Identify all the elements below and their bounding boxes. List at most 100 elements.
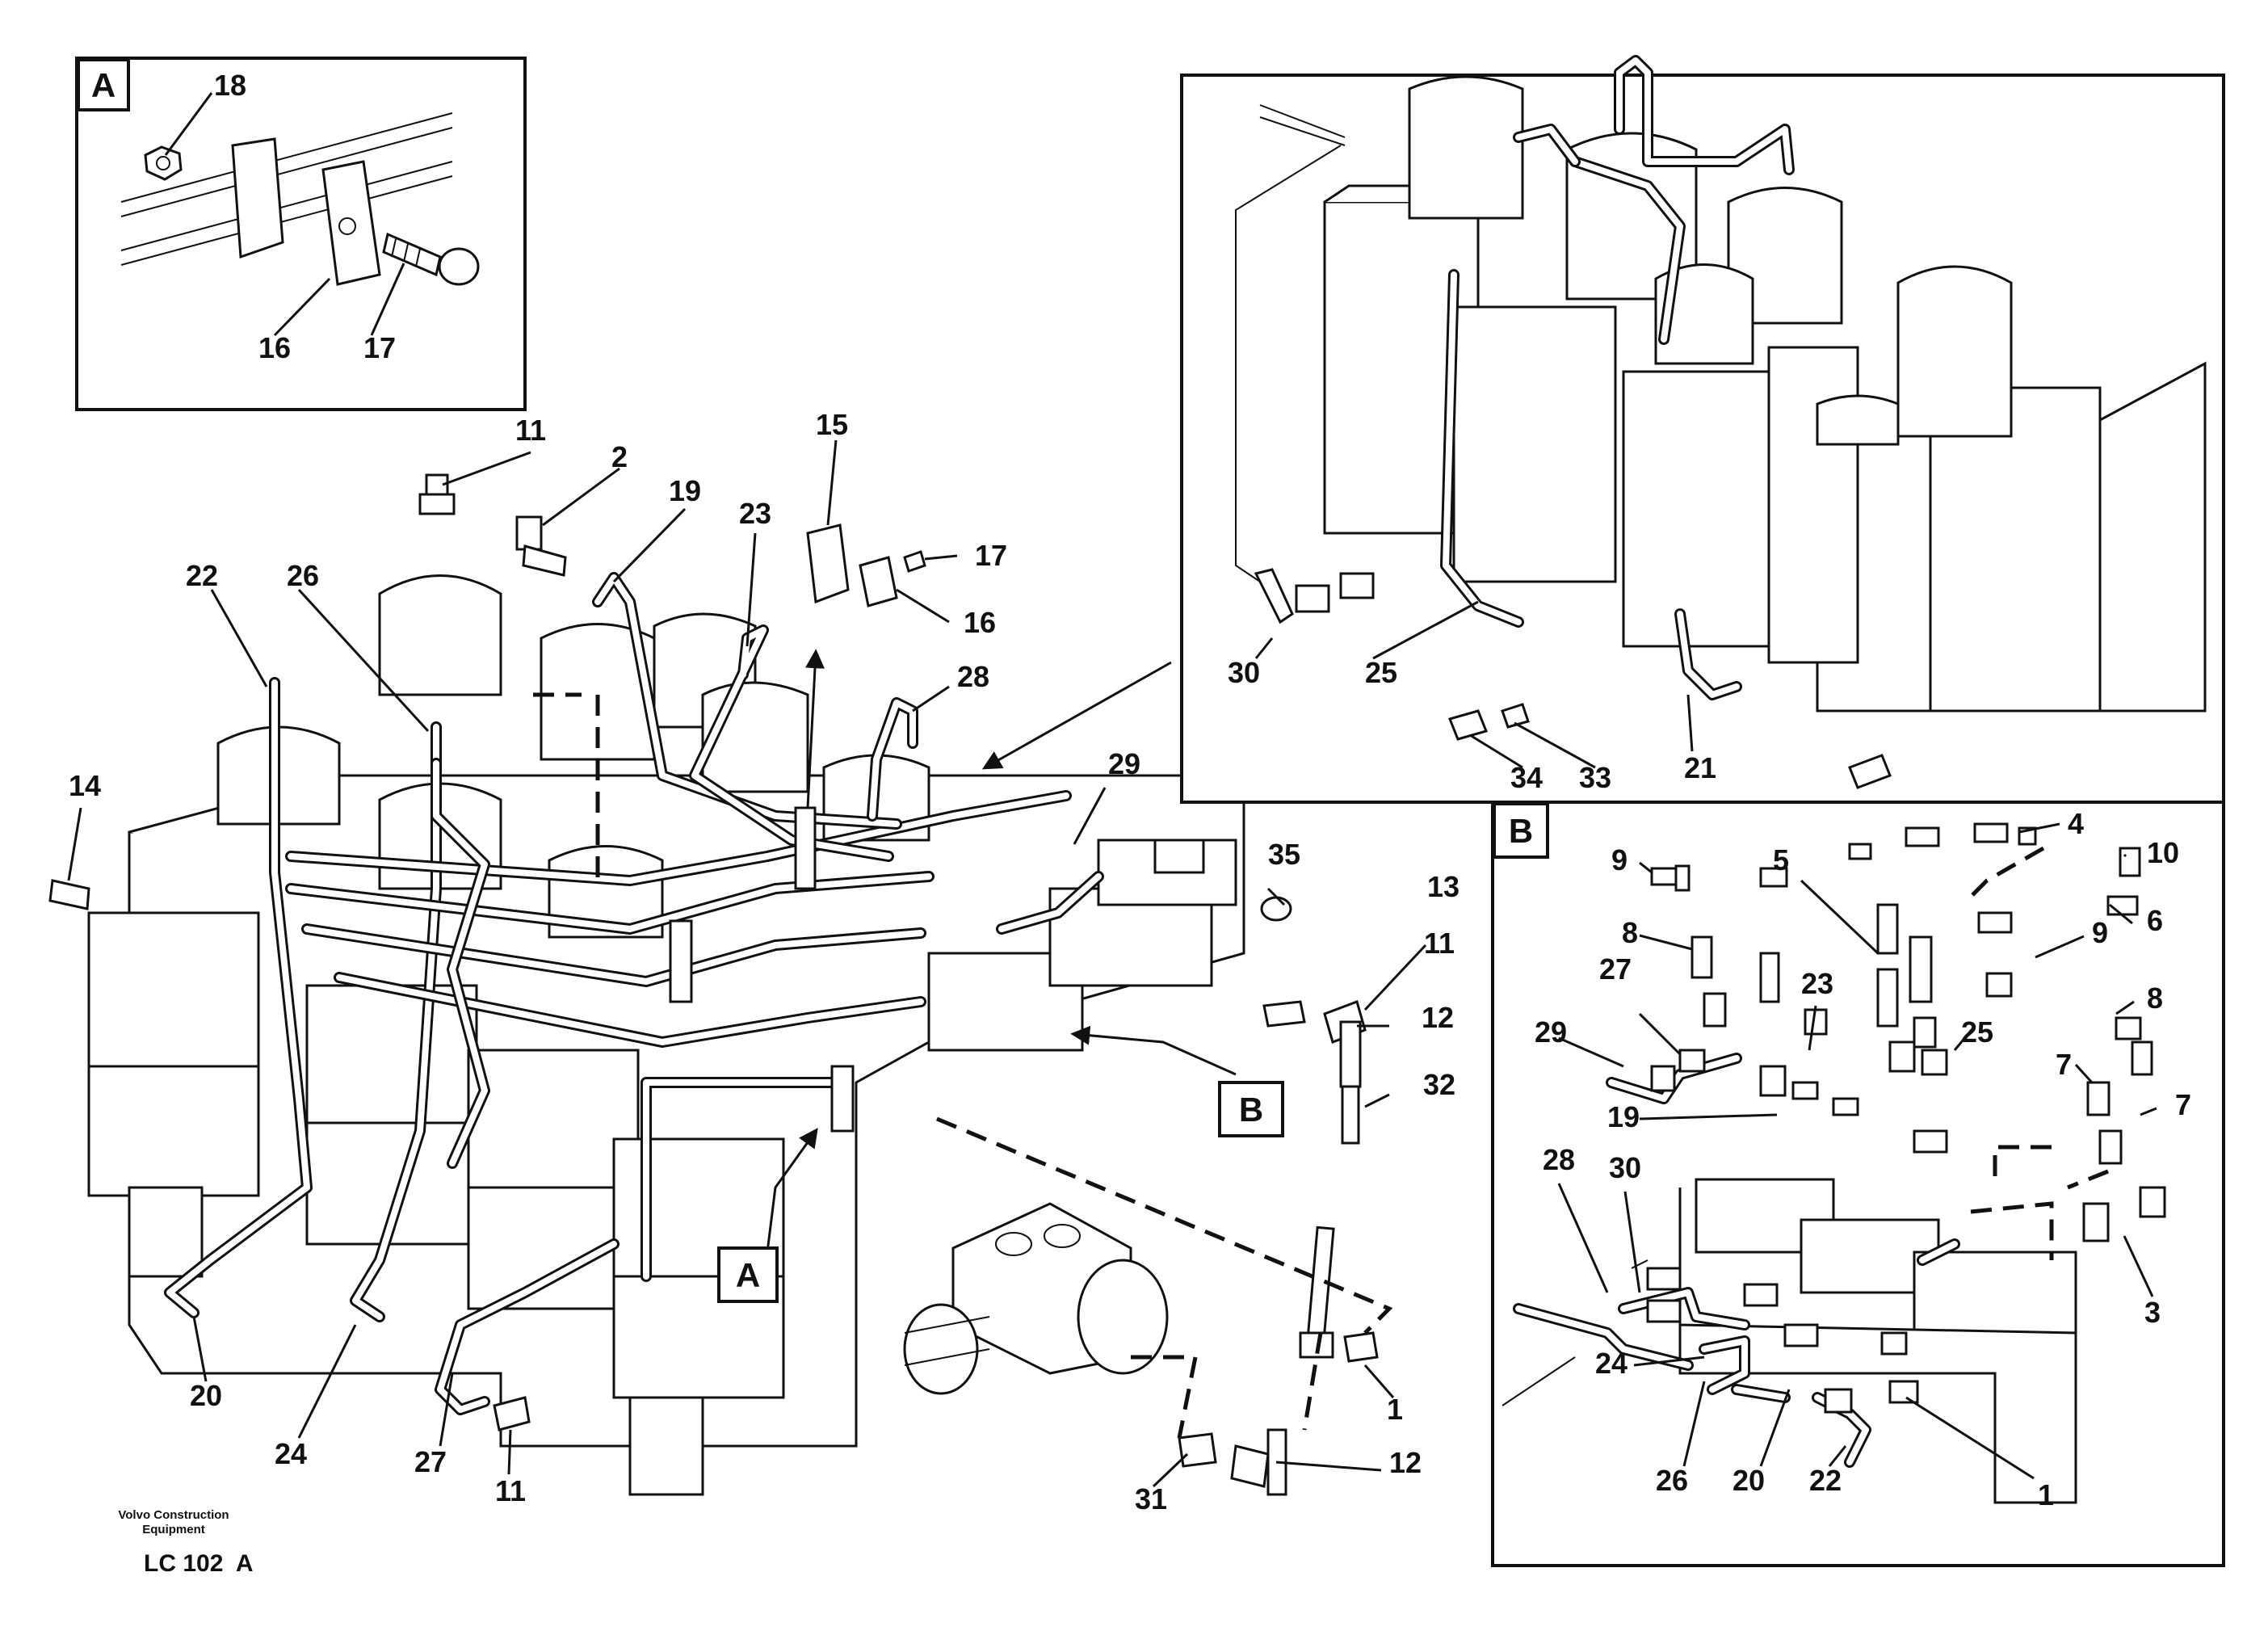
leader-u25 xyxy=(1372,600,1479,660)
label-m22: 22 xyxy=(186,559,218,592)
label-m12-top: 12 xyxy=(1422,1001,1454,1034)
label-m15: 15 xyxy=(816,408,848,441)
arrow-detail-b xyxy=(1070,1025,1237,1076)
detail-a-inset: A 18 16 17 xyxy=(75,57,527,411)
bolt-17-icon xyxy=(382,232,480,286)
solenoid-block xyxy=(1452,305,1617,583)
label-b23: 23 xyxy=(1801,967,1833,1000)
credit-line-2: Equipment xyxy=(142,1523,205,1536)
callout-b: B xyxy=(1239,1091,1263,1129)
label-m23: 23 xyxy=(739,497,771,530)
loose-pipe-30 xyxy=(1259,104,1346,146)
valve-dome xyxy=(378,574,502,696)
callout-a-box xyxy=(717,1246,779,1303)
hydraulic-port-block xyxy=(903,1202,1169,1395)
label-m29: 29 xyxy=(1108,747,1140,780)
assembly-line xyxy=(2067,1169,2109,1190)
fitting-2-icon xyxy=(515,515,567,577)
label-m14: 14 xyxy=(69,769,101,802)
hose-32-icon xyxy=(1299,1225,1335,1359)
label-m12-bottom: 12 xyxy=(1389,1446,1422,1479)
label-b1: 1 xyxy=(2038,1478,2054,1511)
label-m27: 27 xyxy=(414,1445,447,1478)
pipe-30-guide xyxy=(1235,145,1342,582)
label-b3: 3 xyxy=(2144,1296,2161,1329)
label-m28: 28 xyxy=(957,660,989,693)
label-m26: 26 xyxy=(287,559,319,592)
leader-a17 xyxy=(370,263,405,336)
leader-a16 xyxy=(273,277,331,337)
leader-u21 xyxy=(1686,694,1694,752)
label-m13: 13 xyxy=(1427,870,1460,903)
detail-b-tag-box xyxy=(1493,802,1549,859)
detail-b-tag: B xyxy=(1509,812,1533,850)
valve-dome xyxy=(1408,75,1524,220)
block-15-icon xyxy=(806,523,926,607)
solenoid-block xyxy=(87,1065,260,1197)
leader-a18 xyxy=(164,92,213,156)
valve-dome xyxy=(1727,187,1843,325)
solenoid-block xyxy=(467,1049,640,1189)
valve-body xyxy=(2098,361,2207,713)
label-b28: 28 xyxy=(1543,1143,1575,1176)
valve-body xyxy=(1767,346,1859,664)
plug-13-icon xyxy=(1260,896,1292,922)
fitting-11-right-icon xyxy=(1262,1000,1306,1028)
valve-stub xyxy=(128,1186,204,1278)
label-u33: 33 xyxy=(1579,761,1611,794)
label-a16: 16 xyxy=(258,331,291,364)
label-m32: 32 xyxy=(1423,1068,1455,1101)
fitting-14-icon xyxy=(48,879,90,910)
main-valve-assembly: A B xyxy=(48,408,1460,1515)
valve-stub xyxy=(628,1396,704,1496)
assembly-line xyxy=(1969,846,2045,898)
solenoid-block xyxy=(1622,370,1770,648)
label-b22: 22 xyxy=(1809,1464,1842,1497)
label-b10: 10 xyxy=(2147,836,2179,869)
label-m19: 19 xyxy=(669,474,701,507)
label-m35: 35 xyxy=(1268,838,1300,871)
valve-dome xyxy=(1816,394,1900,446)
label-m11-right: 11 xyxy=(1424,927,1455,960)
credit-line-1: Volvo Construction xyxy=(118,1508,229,1522)
label-m1: 1 xyxy=(1387,1393,1403,1426)
leader-u33 xyxy=(1514,721,1596,769)
hose-clamp xyxy=(669,919,693,1003)
fitting-34-icon xyxy=(1447,709,1489,741)
label-u34: 34 xyxy=(1510,761,1543,794)
label-b8b: 8 xyxy=(2147,982,2163,1015)
label-m31: 31 xyxy=(1135,1482,1167,1515)
plug-35 xyxy=(1153,839,1205,874)
hose-clamp xyxy=(830,1065,855,1133)
label-b4: 4 xyxy=(2068,807,2084,840)
label-b5: 5 xyxy=(1773,843,1789,876)
detail-a-tag: A xyxy=(91,66,116,104)
fitting-11-top-icon xyxy=(418,473,456,515)
solenoid-block xyxy=(87,911,260,1068)
elbow-30-icon xyxy=(1254,568,1375,624)
label-b27: 27 xyxy=(1599,952,1632,986)
callout-b-box xyxy=(1218,1081,1284,1137)
label-b19: 19 xyxy=(1607,1100,1640,1133)
detail-a-tag-box xyxy=(77,58,130,111)
detail-b-fittings xyxy=(1646,822,2166,1414)
assembly-line xyxy=(1993,1145,2052,1188)
arrow-to-upper-detail xyxy=(981,661,1172,770)
main-leaders xyxy=(67,439,1427,1488)
detail-a-pipes xyxy=(120,112,453,266)
fitting-31-icon xyxy=(1178,1432,1217,1468)
label-b26: 26 xyxy=(1656,1464,1688,1497)
clamp-16-icon xyxy=(231,137,381,286)
label-b8a: 8 xyxy=(1622,916,1638,949)
label-u25: 25 xyxy=(1365,656,1397,689)
detail-b-hoses xyxy=(1513,1053,1960,1468)
upper-detail-hoses xyxy=(1440,55,1795,700)
label-b24: 24 xyxy=(1595,1347,1628,1380)
fitting-1-icon xyxy=(1343,1331,1379,1363)
assembly-line xyxy=(1131,1355,1199,1439)
label-m17: 17 xyxy=(975,539,1007,572)
fitting-9-icon xyxy=(1650,867,1678,886)
solenoid-block xyxy=(305,984,478,1124)
detail-a-frame xyxy=(75,57,527,411)
